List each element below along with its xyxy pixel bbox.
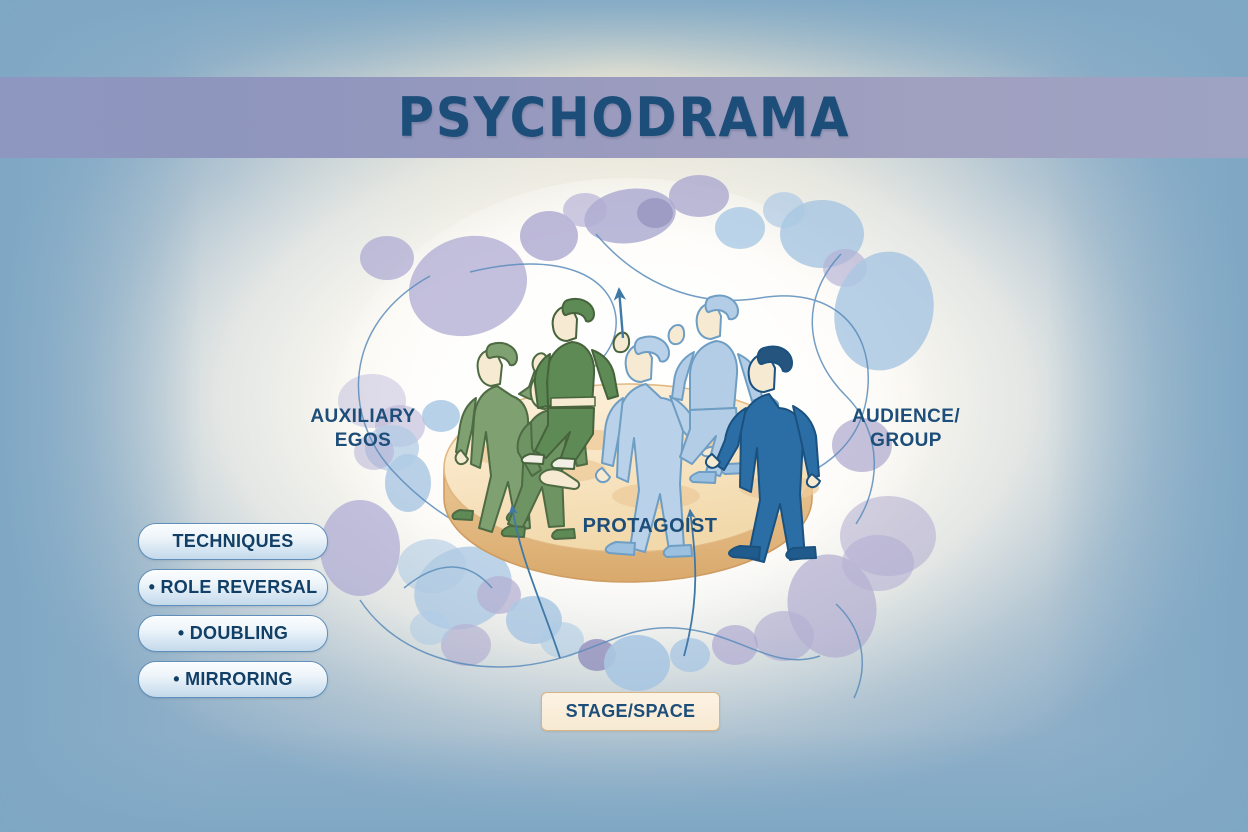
label-audience-group: AUDIENCE/ GROUP	[851, 406, 961, 452]
label-auxiliary-egos: AUXILIARY EGOS	[310, 406, 416, 452]
technique-role-reversal[interactable]: • ROLE REVERSAL	[138, 569, 328, 606]
techniques-list: TECHNIQUES • ROLE REVERSAL • DOUBLING • …	[138, 523, 328, 698]
label-protagonist: PROTAGOIST	[582, 515, 718, 537]
techniques-heading-pill[interactable]: TECHNIQUES	[138, 523, 328, 560]
page-title: PSYCHODRAMA	[397, 86, 851, 149]
title-banner: PSYCHODRAMA	[0, 77, 1248, 158]
label-stage-space: STAGE/SPACE	[541, 692, 720, 731]
technique-doubling[interactable]: • DOUBLING	[138, 615, 328, 652]
technique-mirroring[interactable]: • MIRRORING	[138, 661, 328, 698]
